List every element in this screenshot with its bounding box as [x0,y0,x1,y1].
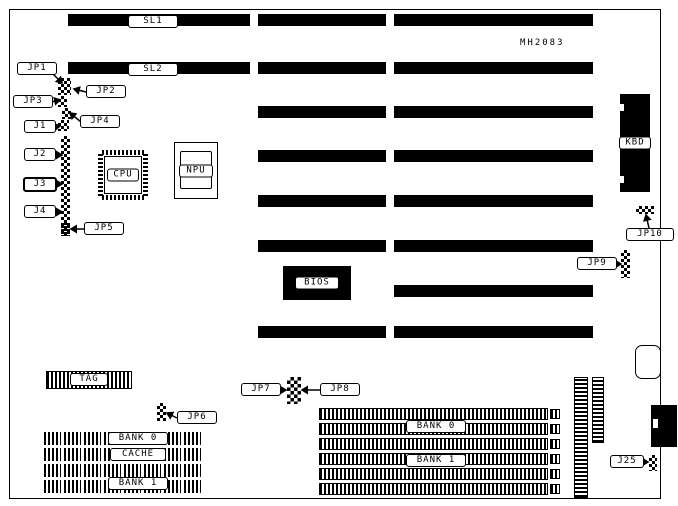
expansion-slot [394,106,593,118]
jumper-block-jp9 [621,250,630,278]
connector-j2-label: J2 [24,148,56,161]
expansion-slot [394,195,593,207]
jumper-block-jp3 [58,96,67,107]
jumper-jp10-label: JP10 [626,228,674,241]
jumper-jp5-label: JP5 [84,222,124,235]
simm-bank0-label: BANK 0 [406,420,466,433]
expansion-slot [394,326,593,338]
expansion-slot [394,285,593,297]
cpu-pins-right [143,154,148,196]
cache-label: CACHE [110,448,166,461]
connector-j3-label: J3 [23,177,57,192]
npu-socket: NPU [174,142,218,199]
jumper-jp9-label: JP9 [577,257,617,270]
bios-chip: BIOS [283,266,351,300]
expansion-slot [258,326,386,338]
expansion-slot [394,62,593,74]
connector-j25-label: J25 [610,455,644,468]
expansion-slot [394,150,593,162]
edge-connector [651,405,677,447]
board-model-text: MH2083 [520,38,565,48]
expansion-slot [258,106,386,118]
slot-sl1-label: SL1 [128,15,178,28]
expansion-slot [258,62,386,74]
kbd-connector: KBD [619,94,651,192]
simm-bank1-label: BANK 1 [406,454,466,467]
connector-j1-pins [58,120,69,131]
slot-sl2-label: SL2 [128,63,178,76]
expansion-slot [394,14,593,26]
simm-socket [319,408,548,420]
expansion-slot [258,240,386,252]
simm-socket [319,483,548,495]
left-bank0-label: BANK 0 [108,432,168,445]
jumper-block-jp1-jp2 [58,78,71,95]
bios-label: BIOS [295,276,339,290]
jumper-jp1-label: JP1 [17,62,57,75]
npu-label: NPU [179,164,213,177]
jumper-jp8-label: JP8 [320,383,360,396]
jumper-jp4-label: JP4 [80,115,120,128]
jumper-jp6-label: JP6 [177,411,217,424]
expansion-slot [258,150,386,162]
kbd-label: KBD [619,136,651,150]
dram-chip-row [44,464,202,477]
expansion-slot [258,14,386,26]
board-outline [9,9,661,499]
simm-clip [550,454,560,464]
battery-outline [635,345,661,379]
jumper-jp3-label: JP3 [13,95,53,108]
kbd-notch [620,176,624,183]
cpu-pins-bottom [102,195,144,200]
aux-connector [592,377,604,443]
cpu-pins-left [98,154,103,196]
simm-socket [319,438,548,450]
simm-clip [550,409,560,419]
simm-clip [550,484,560,494]
pin-header-j2-j3-j4 [61,136,70,236]
simm-clip [550,424,560,434]
simm-socket [319,468,548,480]
tag-label: TAG [70,373,108,386]
jumper-block-jp5 [61,222,70,236]
edge-connector-notch [653,419,658,428]
jumper-jp7-label: JP7 [241,383,281,396]
left-bank1-label: BANK 1 [108,477,168,490]
expansion-slot [258,195,386,207]
simm-clip [550,439,560,449]
jumper-block-j25 [649,455,657,471]
jumper-block-jp10 [636,206,654,214]
expansion-slot [394,240,593,252]
jumper-block-jp7-jp8 [287,377,301,404]
connector-j4-label: J4 [24,205,56,218]
kbd-notch [620,104,624,111]
jumper-block-jp4 [62,108,71,119]
cpu-pins-top [102,150,144,155]
simm-clip [550,469,560,479]
cpu-label: CPU [107,168,139,182]
power-connector [574,377,588,498]
connector-j1-label: J1 [24,120,56,133]
jumper-block-jp6 [157,403,166,421]
cpu-chip: CPU [98,150,148,200]
jumper-jp2-label: JP2 [86,85,126,98]
